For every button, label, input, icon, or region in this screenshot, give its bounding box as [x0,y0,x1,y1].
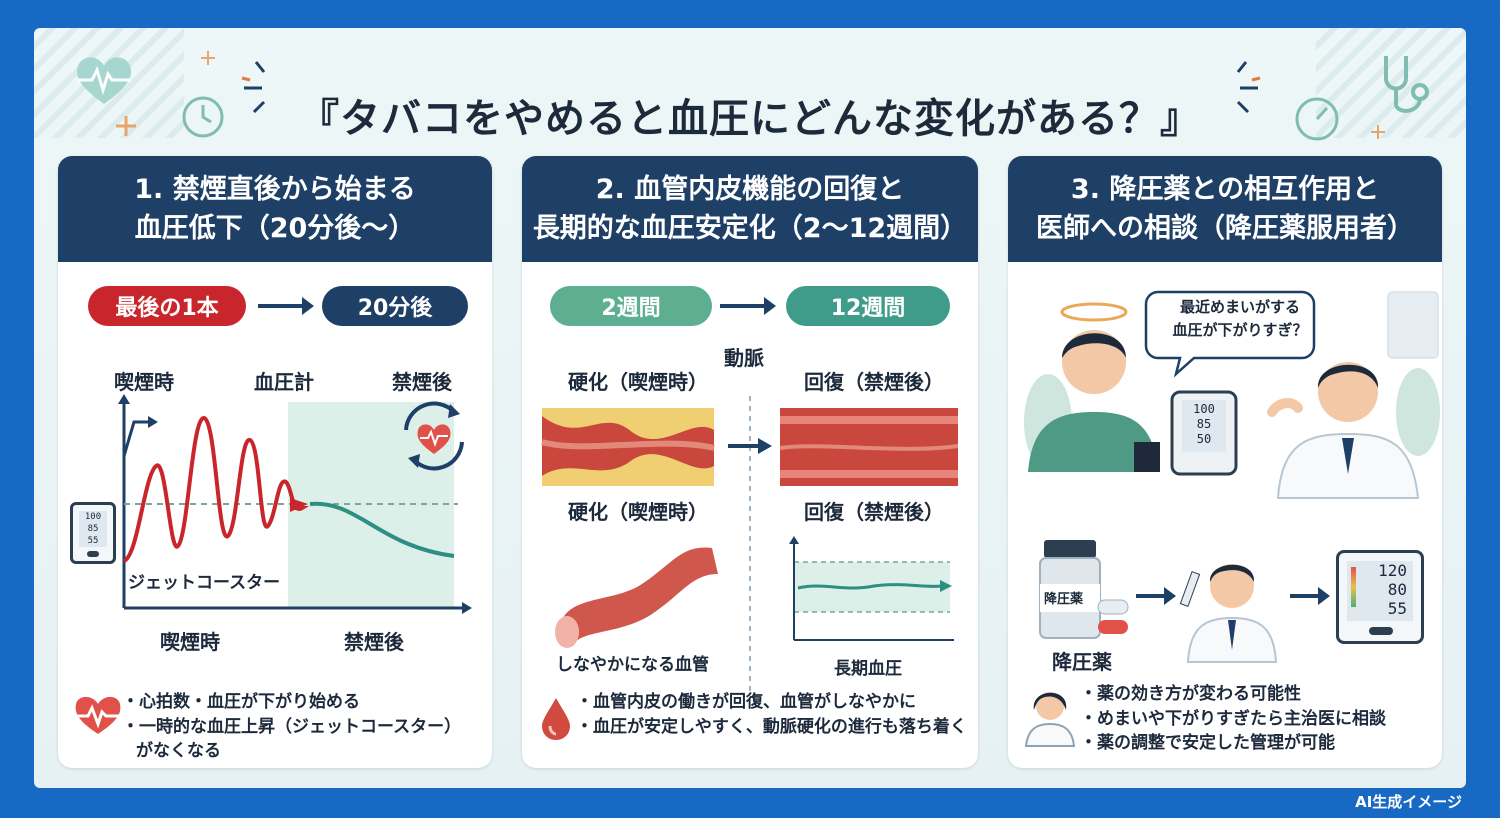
page-title: 『タバコをやめると血圧にどんな変化がある？』 [299,96,1201,142]
axis-label-quit: 禁煙後 [344,630,404,654]
panel-medication-interaction: 3. 降圧薬との相互作用と 医師への相談（降圧薬服用者） [1008,156,1442,768]
label-bp-medicine: 降圧薬 [1052,650,1112,674]
panel-header-line: 血圧低下（20分後〜） [134,213,416,244]
monitor-reading: 100 [1193,402,1215,416]
pill-2-weeks: 2週間 [550,286,712,326]
heart-pulse-icon [77,57,131,104]
bp-monitor-large: 120 80 55 [1336,550,1424,644]
bullet-list: ・血管内皮の働きが回復、血管がしなやかに ・血圧が安定しやすく、動脈硬化の進行も… [576,690,967,739]
infographic-canvas: 『タバコをやめると血圧にどんな変化がある？』 1. 禁煙直後から始まる 血圧低下… [34,28,1466,788]
heart-cycle-icon [404,401,464,471]
label-recovered: 回復（禁煙後） [804,370,944,394]
artery-comparison-diagram [541,396,959,696]
bp-monitor-display: 100 85 50 [1184,402,1224,450]
monitor-reading: 85 [87,524,99,534]
panel-header-line: 医師への相談（降圧薬服用者） [1036,213,1414,244]
label-hardened: 硬化（喫煙時） [568,500,708,524]
gauge-icon [1295,97,1339,141]
monitor-reading: 55 [1387,599,1407,618]
monitor-reading: 80 [1387,580,1407,599]
bullet-item: ・めまいや下がりすぎたら主治医に相談 [1080,708,1386,729]
monitor-reading: 120 [1378,561,1407,580]
consultation-scene [1024,290,1440,499]
monitor-reading: 100 [84,512,102,522]
bullet-item: ・心拍数・血圧が下がり始める [122,692,360,712]
panel-header: 1. 禁煙直後から始まる 血圧低下（20分後〜） [58,156,492,262]
ai-generated-badge: AI生成イメージ [1355,793,1462,811]
decor-stripes [1316,28,1466,138]
burst-lines-icon [241,61,266,114]
label-smoking: 喫煙時 [114,370,174,394]
monitor-reading: 50 [1196,432,1212,446]
pill-last-cigarette: 最後の1本 [88,286,246,326]
sparkle-icon [1371,125,1385,139]
label-recovered: 回復（禁煙後） [804,500,944,524]
panel-header-line: 3. 降圧薬との相互作用と [1070,173,1380,205]
bullet-item: ・薬の調整で安定した管理が可能 [1080,733,1335,754]
panel-header: 2. 血管内皮機能の回復と 長期的な血圧安定化（2〜12週間） [522,156,978,262]
nurse-icon [1024,692,1076,747]
arrow-right-icon [258,297,314,315]
bullet-item: ・薬の効き方が変わる可能性 [1080,684,1301,704]
label-bp-meter: 血圧計 [254,370,314,394]
speech-line: 血圧が下がりすぎ？ [1172,320,1308,339]
label-flexible-vessel: しなやかになる血管 [556,655,709,675]
flexible-vessel-illustration [555,547,718,648]
burst-lines-icon [1236,61,1261,114]
heart-pulse-icon [74,696,122,734]
arrow-right-icon [1290,587,1330,605]
speech-line: 最近めまいがする [1179,298,1300,316]
bullet-item: ・血管内皮の働きが回復、血管がしなやかに [576,692,916,712]
longterm-bp-chart [789,536,954,641]
arrow-right-icon [720,297,776,315]
panel-header-line: 1. 禁煙直後から始まる [134,173,416,205]
label-quit: 禁煙後 [392,370,452,394]
bullet-list: ・薬の効き方が変わる可能性 ・めまいや下がりすぎたら主治医に相談 ・薬の調整で安… [1080,682,1386,756]
bp-monitor-mini: 100 85 55 [70,502,116,564]
panel-header: 3. 降圧薬との相互作用と 医師への相談（降圧薬服用者） [1008,156,1442,262]
panel-header-line: 長期的な血圧安定化（2〜12週間） [532,213,968,244]
bullet-item: ・一時的な血圧上昇（ジェットコースター） [122,716,462,737]
sparkle-icon [201,51,215,65]
label-artery: 動脈 [724,346,764,370]
doctor-syringe-icon [1179,564,1278,663]
clock-icon [182,96,224,138]
panel-header-line: 2. 血管内皮機能の回復と [595,173,905,205]
bullet-item: がなくなる [136,741,221,762]
speech-bubble-text: 最近めまいがする 血圧が下がりすぎ？ [1158,296,1322,341]
label-longterm-bp: 長期血圧 [834,659,902,679]
bullet-item: ・血圧が安定しやすく、動脈硬化の進行も落ち着く [576,716,967,737]
pill-20-minutes: 20分後 [322,286,468,326]
blood-drop-icon [542,698,570,740]
stethoscope-icon [1384,56,1429,113]
pill-12-weeks: 12週間 [786,286,950,326]
bullet-list: ・心拍数・血圧が下がり始める ・一時的な血圧上昇（ジェットコースター） がなくな… [122,690,461,764]
axis-label-smoking: 喫煙時 [160,630,220,654]
arrow-right-icon [1136,587,1176,605]
label-hardened: 硬化（喫煙時） [568,370,708,394]
panel-endothelial-recovery: 2. 血管内皮機能の回復と 長期的な血圧安定化（2〜12週間） 2週間 12週間… [522,156,978,768]
medicine-bottle-icon [1039,540,1129,639]
bottle-label: 降圧薬 [1044,592,1084,607]
panel-immediate-drop: 1. 禁煙直後から始まる 血圧低下（20分後〜） 最後の1本 20分後 喫煙時 … [58,156,492,768]
monitor-reading: 55 [87,536,99,546]
sparkle-icon [116,116,136,136]
label-rollercoaster: ジェットコースター [128,573,281,593]
monitor-reading: 85 [1196,417,1212,431]
